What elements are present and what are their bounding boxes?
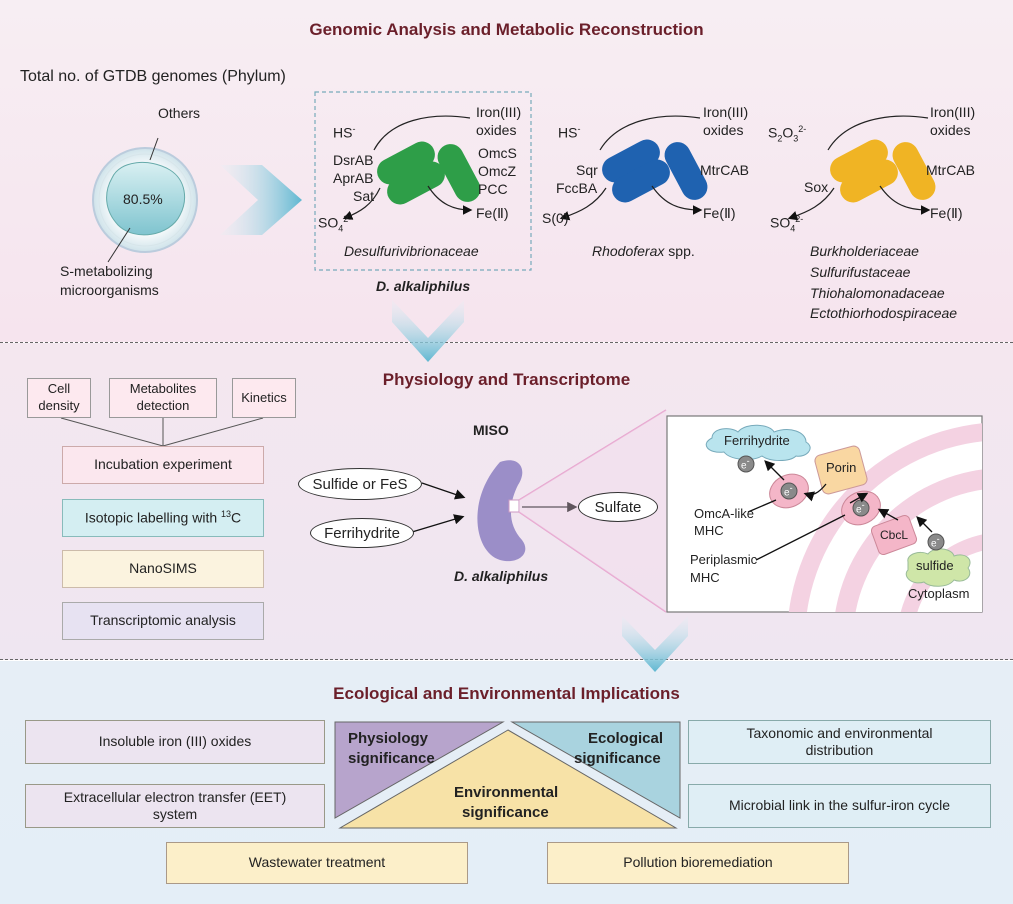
iron-label: Iron(III) <box>930 104 976 120</box>
total-genomes-label: Total no. of GTDB genomes (Phylum) <box>20 68 286 85</box>
bioremediation-box: Pollution bioremediation <box>547 842 849 884</box>
section-divider <box>0 342 1013 343</box>
iron-label: Iron(III) <box>703 104 749 120</box>
ecology-title: Ecological and Environmental Implication… <box>333 684 680 703</box>
transcriptomic-box: Transcriptomic analysis <box>62 602 264 640</box>
fe2-label: Fe(Ⅱ) <box>476 205 509 221</box>
family-label: Thiohalomonadaceae <box>810 285 945 301</box>
hs-label: HS- <box>333 124 356 141</box>
omca-label: OmcA-like <box>694 506 754 521</box>
flow-arrow-right <box>220 165 302 235</box>
iron-label: Iron(III) <box>476 104 522 120</box>
iron-label: oxides <box>930 122 971 138</box>
iron-label: oxides <box>476 122 517 138</box>
bacteria-blue <box>559 115 708 221</box>
miso-cell <box>477 460 526 562</box>
ferrihydrite-input: Ferrihydrite <box>310 518 414 548</box>
omca-label: MHC <box>694 523 724 538</box>
percent-label: 80.5% <box>123 191 163 207</box>
section-divider <box>0 659 1013 660</box>
sulfate-output: Sulfate <box>578 492 658 522</box>
miso-label: MISO <box>473 422 509 438</box>
hs-label: HS- <box>558 124 581 141</box>
ferrihydrite-label: Ferrihydrite <box>724 433 790 448</box>
electron-icon: e- <box>931 534 940 550</box>
bacteria-green <box>342 115 481 220</box>
cytoplasm-label: Cytoplasm <box>908 586 970 601</box>
electron-icon: e- <box>784 483 793 499</box>
physiology-sig-label: Physiology <box>348 730 429 747</box>
fe2-label: Fe(Ⅱ) <box>703 205 736 221</box>
periplasmic-label: MHC <box>690 570 720 585</box>
physiology-triangle <box>334 721 505 819</box>
sulfate-label: SO42- <box>770 214 804 234</box>
isotope-box: Isotopic labelling with 13C <box>62 499 264 537</box>
thiosulfate-label: S2O32- <box>768 124 807 144</box>
family-label: Sulfurifustaceae <box>810 264 911 280</box>
ecological-sig-label: Ecological <box>588 730 664 747</box>
ecological-triangle <box>510 721 681 819</box>
flow-arrow-down <box>392 300 464 362</box>
kinetics-box: Kinetics <box>232 378 296 418</box>
genome-disc <box>92 137 198 263</box>
cbcl-label: CbcL <box>880 528 909 542</box>
gene-label: Sqr <box>576 162 598 178</box>
family-label: Desulfurivibrionaceae <box>344 243 479 259</box>
porin-label: Porin <box>826 460 857 475</box>
nanosims-box: NanoSIMS <box>62 550 264 588</box>
gene-label: PCC <box>478 181 508 197</box>
iron-oxides-box: Insoluble iron (III) oxides <box>25 720 325 764</box>
gene-label: Sat <box>353 188 375 204</box>
highlight-organism: D. alkaliphilus <box>376 278 471 294</box>
electron-icon: e- <box>741 456 750 472</box>
genomic-title: Genomic Analysis and Metabolic Reconstru… <box>309 20 704 39</box>
gene-label: Sox <box>804 179 829 195</box>
fe2-label: Fe(Ⅱ) <box>930 205 963 221</box>
incubation-box: Incubation experiment <box>62 446 264 484</box>
gene-label: DsrAB <box>333 152 374 168</box>
smicro-label: S-metabolizing <box>60 263 153 279</box>
gene-label: FccBA <box>556 180 598 196</box>
smicro-label: microorganisms <box>60 282 159 298</box>
flow-arrow-down <box>622 616 688 672</box>
sulfur-iron-box: Microbial link in the sulfur-iron cycle <box>688 784 991 828</box>
physiology-sig-label: significance <box>348 750 435 767</box>
family-label: Rhodoferax spp. <box>592 243 695 259</box>
others-label: Others <box>158 105 201 121</box>
sulfide-label: sulfide <box>916 558 954 573</box>
wastewater-box: Wastewater treatment <box>166 842 468 884</box>
periplasmic-label: Periplasmic <box>690 552 758 567</box>
electron-icon: e- <box>856 500 865 516</box>
eet-box: Extracellular electron transfer (EET)sys… <box>25 784 325 828</box>
family-label: Ectothiorhodospiraceae <box>810 305 958 321</box>
sulfate-label: SO42- <box>318 214 352 234</box>
sulfur-label: S(0) <box>542 210 569 226</box>
gene-label: OmcZ <box>478 163 517 179</box>
environmental-sig-label: Environmental <box>454 784 559 801</box>
gene-label: MtrCAB <box>700 162 749 178</box>
bacteria-yellow <box>787 115 936 221</box>
iron-label: oxides <box>703 122 744 138</box>
sulfide-input: Sulfide or FeS <box>298 468 422 500</box>
environmental-triangle <box>338 729 678 829</box>
organism-label: D. alkaliphilus <box>454 568 549 584</box>
family-label: Burkholderiaceae <box>810 243 919 259</box>
gene-label: OmcS <box>478 145 517 161</box>
gene-label: AprAB <box>333 170 374 186</box>
physiology-title: Physiology and Transcriptome <box>382 370 631 389</box>
environmental-sig-label: significance <box>462 804 549 821</box>
ecological-sig-label: significance <box>574 750 661 767</box>
gene-label: MtrCAB <box>926 162 975 178</box>
